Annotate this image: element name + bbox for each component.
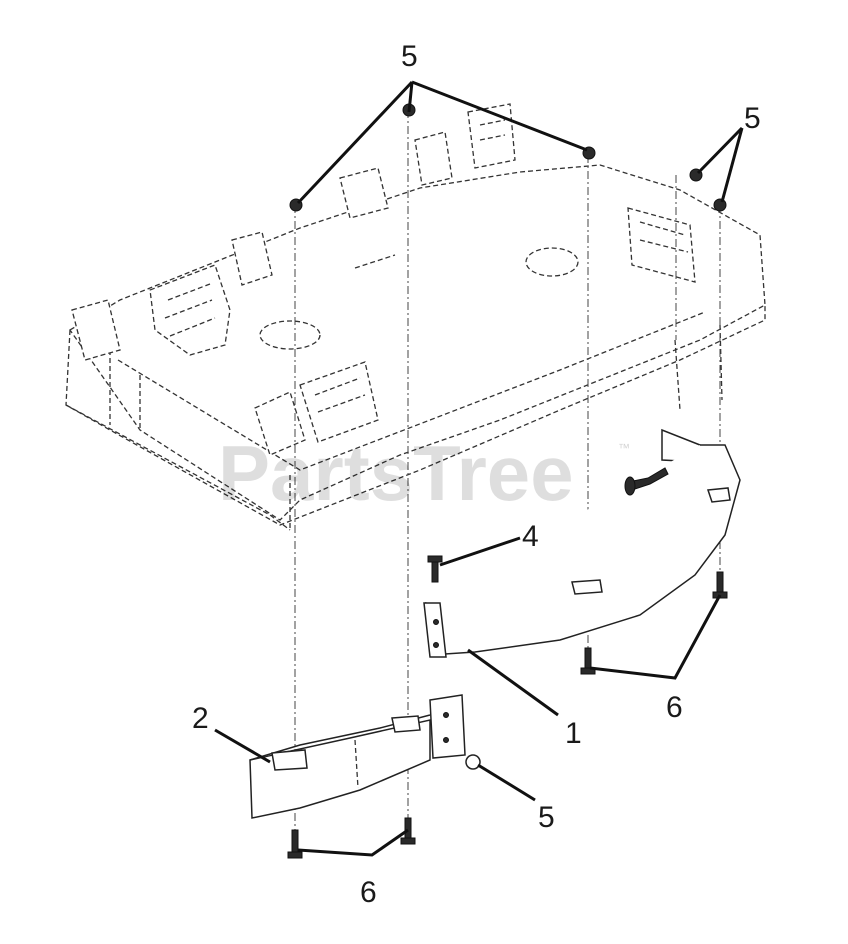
callout-4: 4 bbox=[522, 520, 539, 553]
callout-1: 1 bbox=[565, 717, 582, 750]
bolt-icon bbox=[427, 555, 443, 583]
deck-bracket-rear-center bbox=[339, 103, 516, 219]
watermark-text: PartsTree bbox=[218, 429, 574, 517]
nut-icon bbox=[465, 754, 481, 770]
bolt-icon bbox=[712, 571, 728, 599]
baffle-left-bracket bbox=[429, 694, 466, 759]
callout-2: 2 bbox=[192, 702, 209, 735]
nut-icon bbox=[713, 198, 727, 212]
baffle-left bbox=[249, 694, 466, 819]
callout-5-top: 5 bbox=[401, 40, 418, 73]
callout-5-right: 5 bbox=[744, 102, 761, 135]
chute-baffle-right bbox=[423, 428, 741, 658]
spindle-opening-right bbox=[525, 247, 579, 277]
bolt-icon bbox=[287, 829, 303, 859]
bolt-icon bbox=[580, 647, 596, 675]
deck-bracket-left bbox=[149, 231, 273, 356]
spindle-opening-left bbox=[259, 320, 321, 350]
callout-6-bottom: 6 bbox=[360, 876, 377, 909]
callout-5-bottom: 5 bbox=[538, 801, 555, 834]
mower-deck bbox=[65, 103, 766, 531]
watermark-trademark: ™ bbox=[618, 441, 630, 455]
deck-bracket-front-corner bbox=[71, 299, 121, 361]
baffle-tab bbox=[423, 602, 447, 658]
deck-bracket-front-left bbox=[254, 361, 379, 456]
deck-bracket-right bbox=[627, 207, 696, 283]
leader-lines bbox=[214, 80, 744, 857]
callout-6-right: 6 bbox=[666, 691, 683, 724]
